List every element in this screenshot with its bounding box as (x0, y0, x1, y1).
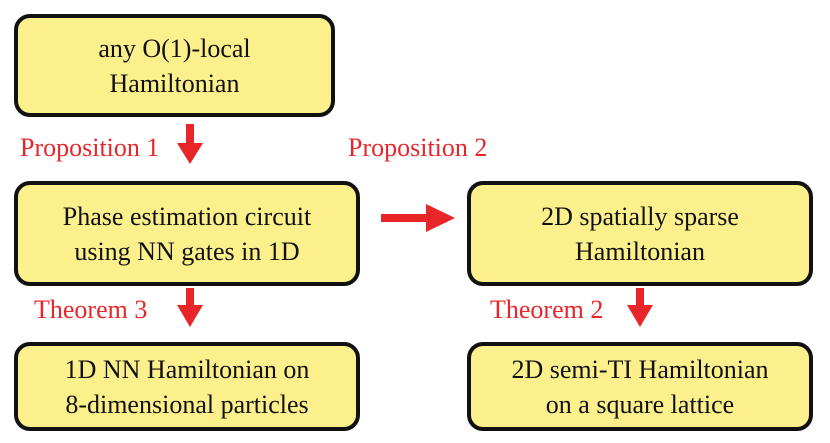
box-text-line: on a square lattice (545, 389, 735, 419)
box-text-line: 1D NN Hamiltonian on (64, 354, 310, 384)
box-text-line: 2D semi-TI Hamiltonian (511, 354, 769, 384)
label-theorem-3: Theorem 3 (34, 295, 148, 324)
box-text-line: Hamiltonian (575, 236, 705, 266)
box-text-line: Hamiltonian (109, 68, 240, 98)
label-proposition-2: Proposition 2 (348, 133, 488, 162)
box-text-line: Phase estimation circuit (62, 201, 312, 231)
box-2d-semi-ti-hamiltonian: 2D semi-TI Hamiltonian on a square latti… (467, 342, 813, 431)
label-theorem-2: Theorem 2 (490, 295, 604, 324)
box-phase-estimation-circuit: Phase estimation circuit using NN gates … (14, 181, 360, 286)
box-any-local-hamiltonian: any O(1)-local Hamiltonian (14, 14, 335, 117)
box-text-line: using NN gates in 1D (74, 236, 300, 266)
box-1d-nn-hamiltonian: 1D NN Hamiltonian on 8-dimensional parti… (14, 342, 360, 431)
down-arrow-icon (177, 288, 203, 327)
box-text-line: any O(1)-local (98, 33, 251, 63)
box-2d-spatially-sparse-hamiltonian: 2D spatially sparse Hamiltonian (467, 181, 813, 286)
down-arrow-icon (177, 124, 203, 164)
box-text-line: 2D spatially sparse (541, 201, 739, 231)
down-arrow-icon (627, 288, 653, 327)
box-text-line: 8-dimensional particles (65, 389, 309, 419)
label-proposition-1: Proposition 1 (20, 133, 160, 162)
right-arrow-icon (381, 204, 455, 232)
